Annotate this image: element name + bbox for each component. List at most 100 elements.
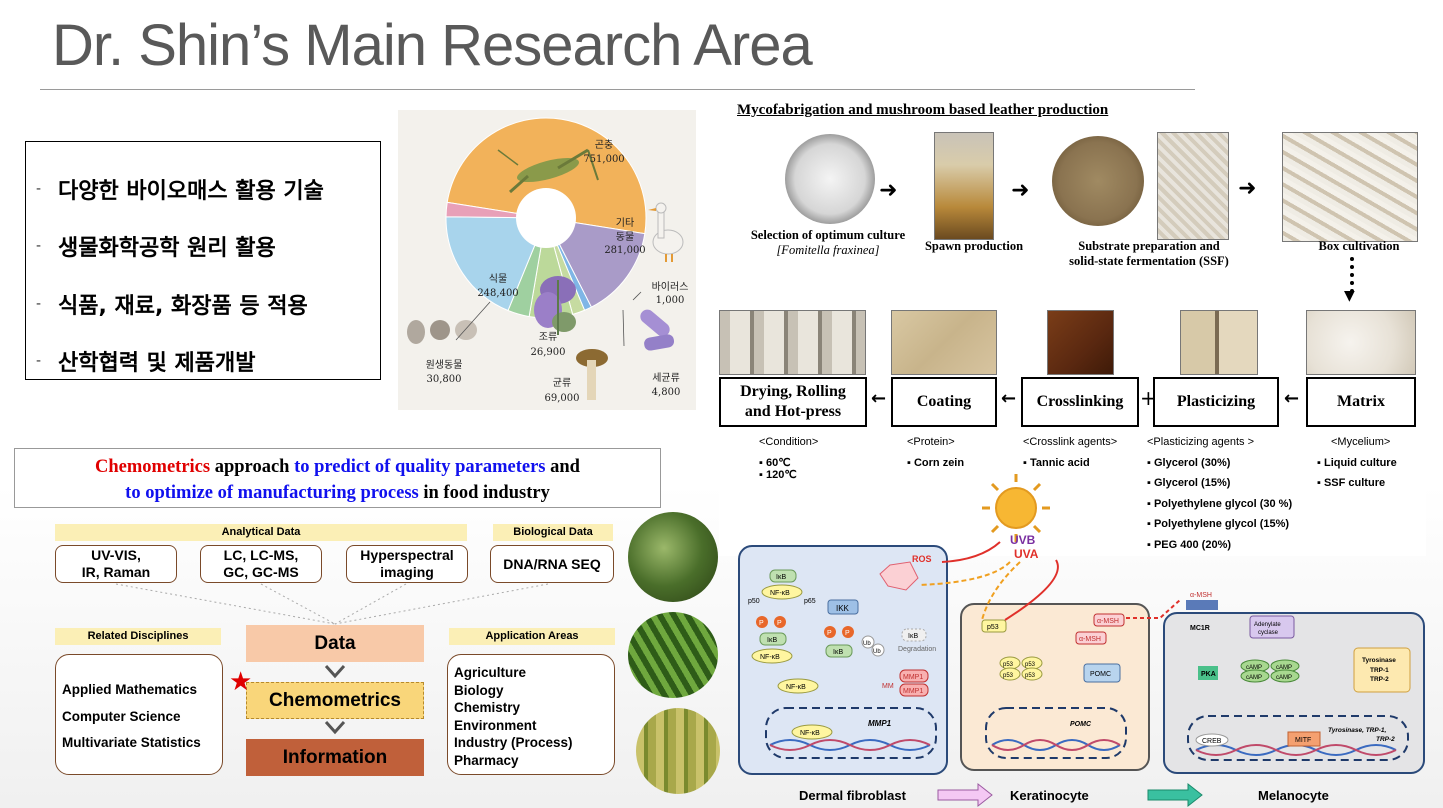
mycofabrication-panel: Mycofabrigation and mushroom based leath… — [719, 92, 1426, 556]
arrow-right-icon — [937, 782, 993, 808]
adenylate-shape — [1249, 615, 1295, 639]
cyclase-label: cyclase — [1258, 630, 1279, 636]
ikb-shape — [825, 644, 853, 658]
nucleus — [765, 707, 937, 759]
p53-label: p53 — [1025, 673, 1036, 679]
list-item: ▪ 60℃ — [759, 456, 791, 469]
substrate-photo — [1052, 136, 1144, 226]
list-item: Agriculture — [454, 665, 527, 680]
myco-title: Mycofabrigation and mushroom based leath… — [737, 102, 1109, 118]
list-item: -산학협력 및 제품개발 — [36, 333, 380, 391]
p50-label: p50 — [748, 598, 760, 605]
dna-rna-box: DNA/RNA SEQ — [490, 545, 614, 583]
pie-label: 기타 — [616, 217, 634, 229]
biomass-pie-chart: 곤충 751,000 기타 동물 281,000 바이러스 1,000 세균류 … — [398, 110, 696, 410]
area-label: 다양한 바이오매스 활용 기술 — [58, 178, 324, 204]
banner-line-1: Chemometrics approach to predict of qual… — [95, 457, 580, 477]
data-box: Data — [246, 625, 424, 662]
arrow-left-icon: ← — [1001, 388, 1017, 409]
pie-label: 바이러스 — [652, 281, 689, 293]
pie-label: 세균류 — [652, 372, 680, 384]
condition-heading: <Condition> — [759, 436, 819, 448]
ikk-shape — [827, 599, 859, 615]
arrow-left-icon: ← — [1284, 388, 1300, 409]
pie-value: 69,000 — [545, 393, 580, 404]
dash-icon: - — [36, 180, 42, 197]
substrate-caption: Substrate preparation and solid-state fe… — [1069, 239, 1229, 268]
ikb-label: IκB — [776, 574, 786, 581]
degradation-label: Degradation — [898, 646, 936, 653]
list-item: ▪ Polyethylene glycol (30 %) — [1147, 497, 1293, 510]
mmp-partial-label: MM — [882, 683, 894, 690]
arrow-right-icon: ➜ — [1238, 176, 1257, 201]
mc1r-label: MC1R — [1190, 625, 1210, 632]
nfkb-shape — [777, 678, 819, 694]
crosslink-list: <Crosslink agents> ▪ Tannic acid — [1023, 432, 1117, 473]
spawn-photo — [934, 132, 994, 240]
p53-shape — [981, 619, 1007, 633]
dash-icon: - — [36, 295, 42, 312]
mmp-shape — [899, 683, 929, 697]
ikb-label: IκB — [908, 633, 918, 640]
drying-photo — [719, 310, 866, 375]
application-areas-box: Agriculture Biology Chemistry Environmen… — [447, 654, 615, 775]
arrow-right-icon: ➜ — [879, 178, 898, 203]
area-label: 식품, 재료, 화장품 등 적용 — [58, 293, 308, 319]
ikb-shape — [759, 632, 787, 646]
plasticizing-list: <Plasticizing agents > ▪ Glycerol (30%) … — [1147, 432, 1292, 555]
list-item: Multivariate Statistics — [62, 735, 201, 750]
amsh-secretion-arrow — [1126, 599, 1181, 619]
phospho-icon — [774, 616, 786, 628]
nfkb-label: NF-κB — [770, 590, 790, 597]
uv-arrow — [941, 541, 1001, 563]
area-label: 산학협력 및 제품개발 — [58, 351, 256, 377]
pie-value: 1,000 — [656, 295, 685, 306]
pie-value: 281,000 — [604, 245, 645, 256]
mushroom-icon — [576, 349, 608, 400]
list-item: Pharmacy — [454, 752, 519, 768]
uva-label: UVA — [1014, 547, 1039, 561]
camp-label: cAMP — [1246, 675, 1262, 681]
pie-label: 식물 — [489, 273, 507, 285]
dash-icon: - — [36, 238, 42, 255]
ros-icon — [879, 561, 919, 591]
bamboo-leaf-photo — [628, 612, 718, 698]
list-item: -다양한 바이오매스 활용 기술 — [36, 160, 380, 218]
list-item: ▪ Glycerol (30%) — [1147, 456, 1231, 469]
ros-label: ROS — [912, 554, 932, 564]
p65-label: p65 — [804, 598, 816, 605]
list-item: Computer Science — [62, 708, 181, 724]
pie-label: 곤충 — [595, 139, 613, 151]
culture-species: [Fomitella fraxinea] — [776, 243, 880, 257]
plus-sign: + — [1140, 386, 1157, 410]
p-label: P — [827, 630, 832, 637]
melanocyte-cell — [1163, 612, 1425, 774]
skin-pathway-svg: UVB UVA ROS IκB NF-κB p50 p65 IKK P P Iκ… — [748, 474, 1411, 808]
list-item: -식품, 재료, 화장품 등 적용 — [36, 275, 380, 333]
dotted-arrow — [1350, 257, 1354, 293]
dna-icon — [991, 739, 1121, 751]
ub-label: Ub — [863, 641, 871, 647]
leader-line — [622, 309, 625, 347]
pie-label: 원생동물 — [426, 359, 463, 371]
bamboo-stalk-photo — [636, 708, 720, 794]
trp2-label: TRP-2 — [1370, 676, 1389, 683]
amsh-label: α-MSH — [1097, 618, 1119, 625]
nfkb-shape — [791, 724, 833, 740]
uv-arrow — [981, 561, 1021, 621]
crosslinking-photo — [1047, 310, 1114, 375]
list-item: ▪ Tannic acid — [1023, 456, 1090, 469]
camp-label: cAMP — [1276, 675, 1292, 681]
related-disciplines-tag: Related Disciplines — [55, 628, 221, 645]
pie-svg: 곤충 751,000 기타 동물 281,000 바이러스 1,000 세균류 … — [407, 117, 689, 404]
information-box: Information — [246, 739, 424, 776]
dna-icon — [769, 739, 931, 751]
ikb-shape — [769, 569, 797, 583]
nfkb-label: NF-κB — [786, 684, 806, 691]
step-plasticizing: Plasticizing — [1153, 377, 1279, 427]
creb-label: CREB — [1202, 738, 1222, 745]
ub-icon — [861, 635, 875, 649]
ikb-label: IκB — [833, 649, 843, 656]
list-item: ▪ Glycerol (15%) — [1147, 477, 1231, 489]
mycelium-heading: <Mycelium> — [1331, 436, 1391, 448]
